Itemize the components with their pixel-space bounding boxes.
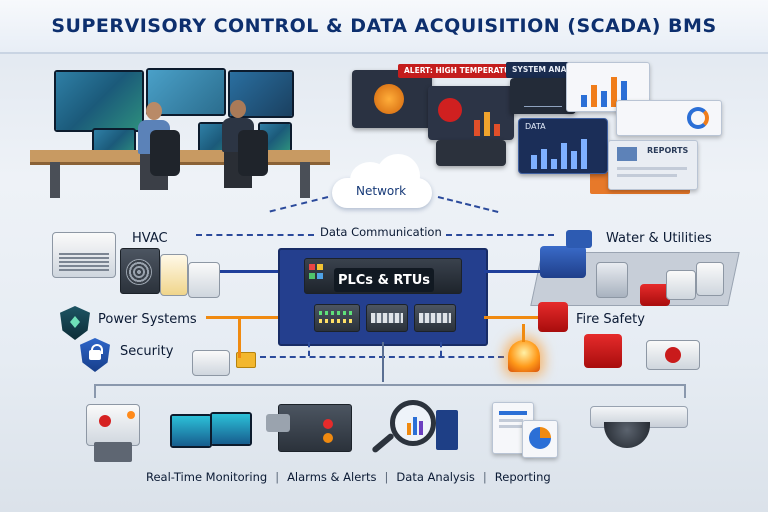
temperature-icon xyxy=(438,98,462,122)
temperature-panel xyxy=(428,86,514,140)
hvac-controller xyxy=(188,262,220,298)
chair xyxy=(150,130,180,176)
fire-beacon-link xyxy=(522,324,525,342)
title-banner: SUPERVISORY CONTROL & DATA ACQUISITION (… xyxy=(0,0,768,54)
desk-leg xyxy=(300,162,310,198)
power-shield-icon xyxy=(60,306,90,340)
desk xyxy=(30,150,330,165)
power-link xyxy=(206,316,278,319)
function-label-reporting: Reporting xyxy=(495,470,551,484)
monitoring-screen-icon xyxy=(170,414,212,448)
analysis-magnifier-icon xyxy=(390,400,436,446)
fire-extinguisher-unit xyxy=(646,340,700,370)
fire-pull-station xyxy=(584,334,622,368)
reports-label: REPORTS xyxy=(647,146,688,155)
chart-bar xyxy=(591,85,597,107)
water-meter xyxy=(696,262,724,296)
water-link xyxy=(484,270,540,273)
io-module xyxy=(366,304,408,332)
io-module xyxy=(414,304,456,332)
data-label: DATA xyxy=(525,122,546,131)
plc-label: PLCs & RTUs xyxy=(338,273,430,288)
fire-alarm-panel xyxy=(538,302,568,332)
hvac-link xyxy=(220,270,278,273)
monitoring-sensor-icon xyxy=(86,404,140,446)
chair xyxy=(238,130,268,176)
monitoring-screen-icon xyxy=(210,412,252,446)
chart-bar xyxy=(561,143,567,169)
chart-bar xyxy=(571,151,577,169)
function-label-alarms: Alarms & Alerts xyxy=(287,470,376,484)
function-label-monitoring: Real-Time Monitoring xyxy=(146,470,267,484)
separator: | xyxy=(483,470,487,484)
separator: | xyxy=(275,470,279,484)
control-panel xyxy=(436,140,506,166)
security-label: Security xyxy=(120,344,173,359)
chart-bar xyxy=(581,139,587,169)
water-pipe xyxy=(566,230,592,248)
chart-bar xyxy=(494,124,500,136)
alarm-motor xyxy=(266,414,290,432)
bus-drop xyxy=(440,342,442,356)
chart-bar xyxy=(474,120,480,136)
function-labels: Real-Time Monitoring | Alarms & Alerts |… xyxy=(146,470,551,484)
data-comm-line-right xyxy=(446,234,554,236)
alert-panel xyxy=(352,70,432,128)
chart-bar xyxy=(601,91,607,107)
chart-bar xyxy=(531,155,537,169)
security-lock-icon xyxy=(80,338,110,372)
plc-label-box: PLCs & RTUs xyxy=(334,268,434,292)
network-cloud: Network xyxy=(322,152,442,212)
security-link xyxy=(238,316,241,358)
camera-dome-icon xyxy=(590,404,686,448)
gauge-card xyxy=(616,100,722,136)
main-drop xyxy=(382,342,384,382)
hvac-label: HVAC xyxy=(132,231,168,246)
water-tank xyxy=(596,262,628,298)
hvac-unit xyxy=(52,232,116,278)
data-communication-label: Data Communication xyxy=(320,225,442,239)
monitor-left xyxy=(54,70,144,132)
reports-card: REPORTS xyxy=(608,140,698,190)
page-title: SUPERVISORY CONTROL & DATA ACQUISITION (… xyxy=(51,15,716,37)
analysis-magnifier-handle xyxy=(371,432,395,453)
data-comm-line-left xyxy=(196,234,314,236)
data-panel: DATA xyxy=(518,118,608,174)
function-bus xyxy=(94,384,686,386)
function-label-analysis: Data Analysis xyxy=(396,470,475,484)
hvac-fan-unit xyxy=(120,248,160,294)
water-utilities-label: Water & Utilities xyxy=(606,231,712,246)
security-camera xyxy=(192,350,230,376)
alert-icon xyxy=(374,84,404,114)
water-pump xyxy=(540,246,586,278)
chart-bar xyxy=(541,149,547,169)
network-link-right xyxy=(438,196,499,213)
fire-link xyxy=(484,316,538,319)
water-meter xyxy=(666,270,696,300)
report-pie-icon xyxy=(522,420,558,458)
analysis-box xyxy=(436,410,458,450)
chart-bar xyxy=(551,159,557,169)
reports-icon xyxy=(617,147,637,161)
gauge-icon xyxy=(687,107,709,129)
io-module xyxy=(314,304,360,332)
separator: | xyxy=(385,470,389,484)
control-room xyxy=(30,58,330,208)
desk-leg xyxy=(50,162,60,198)
fire-safety-label: Fire Safety xyxy=(576,312,645,327)
fire-beacon xyxy=(508,340,540,372)
analytics-chart xyxy=(524,86,562,107)
bus-drop xyxy=(308,342,310,356)
network-label: Network xyxy=(356,184,406,198)
chart-bar xyxy=(484,112,490,136)
hvac-controller xyxy=(160,254,188,296)
monitoring-base xyxy=(94,442,132,462)
function-drop xyxy=(94,384,96,398)
chart-bar xyxy=(581,95,587,107)
plc-rack: PLCs & RTUs xyxy=(278,248,488,346)
power-systems-label: Power Systems xyxy=(98,312,197,327)
function-drop xyxy=(684,384,686,398)
